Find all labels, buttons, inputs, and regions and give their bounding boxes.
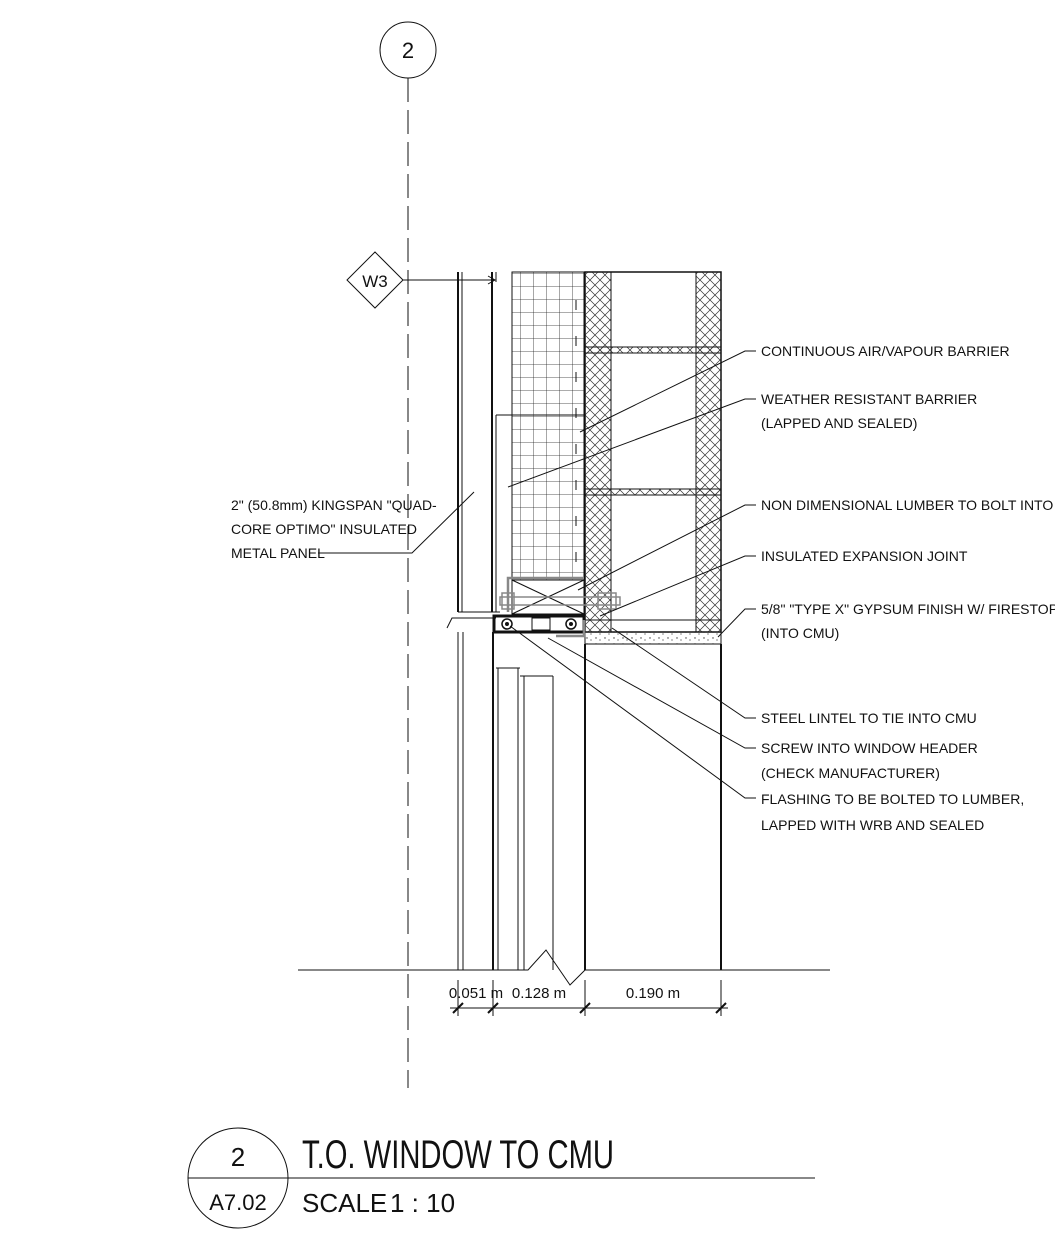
dimension-cmu: 0.190 m xyxy=(626,985,680,1002)
callout-screw-line-2: (CHECK MANUFACTURER) xyxy=(761,765,940,781)
leader-lines xyxy=(318,350,756,799)
break-line xyxy=(298,949,830,986)
callout-screw: SCREW INTO WINDOW HEADER (CHECK MANUFACT… xyxy=(761,740,978,781)
callout-panel-line-2: CORE OPTIMO" INSULATED xyxy=(231,521,417,537)
callout-air-barrier-line-1: CONTINUOUS AIR/VAPOUR BARRIER xyxy=(761,343,1010,359)
callout-flashing: FLASHING TO BE BOLTED TO LUMBER, LAPPED … xyxy=(761,791,1024,833)
wall-type-label: W3 xyxy=(362,272,388,291)
exterior-insulation xyxy=(511,271,585,581)
dimension-string: 0.051 m 0.128 m 0.190 m xyxy=(449,980,728,1016)
title-block: 2 A7.02 T.O. WINDOW TO CMU SCALE 1 : 10 xyxy=(187,1127,815,1229)
lintel-and-head xyxy=(446,614,586,638)
callout-wrb-line-2: (LAPPED AND SEALED) xyxy=(761,415,917,431)
callout-expansion-joint-line-1: INSULATED EXPANSION JOINT xyxy=(761,548,968,564)
grid-bubble-label: 2 xyxy=(402,38,414,63)
callout-flashing-line-2: LAPPED WITH WRB AND SEALED xyxy=(761,817,984,833)
metal-panel xyxy=(457,272,585,613)
callout-lintel-line-1: STEEL LINTEL TO TIE INTO CMU xyxy=(761,710,977,726)
callout-gypsum: 5/8" "TYPE X" GYPSUM FINISH W/ FIRESTOP … xyxy=(761,601,1055,641)
dimension-panel: 0.051 m xyxy=(449,985,503,1002)
detail-title: T.O. WINDOW TO CMU xyxy=(302,1133,614,1177)
lumber-assembly xyxy=(499,576,621,615)
scale-label: SCALE xyxy=(302,1188,387,1218)
callout-wrb-line-1: WEATHER RESISTANT BARRIER xyxy=(761,391,977,407)
callout-flashing-line-1: FLASHING TO BE BOLTED TO LUMBER, xyxy=(761,791,1024,807)
callout-wrb: WEATHER RESISTANT BARRIER (LAPPED AND SE… xyxy=(761,391,977,431)
callout-gypsum-line-2: (INTO CMU) xyxy=(761,625,839,641)
gypsum-soffit xyxy=(584,631,722,645)
callout-panel: 2" (50.8mm) KINGSPAN "QUAD- CORE OPTIMO"… xyxy=(231,497,437,561)
callout-gypsum-line-1: 5/8" "TYPE X" GYPSUM FINISH W/ FIRESTOP xyxy=(761,601,1055,617)
callout-lumber-line-1: NON DIMENSIONAL LUMBER TO BOLT INTO CMU xyxy=(761,497,1055,513)
callout-lintel: STEEL LINTEL TO TIE INTO CMU xyxy=(761,710,977,726)
callout-air-barrier: CONTINUOUS AIR/VAPOUR BARRIER xyxy=(761,343,1010,359)
grid-bubble xyxy=(379,21,437,79)
callout-expansion-joint: INSULATED EXPANSION JOINT xyxy=(761,548,968,564)
dimension-insulation: 0.128 m xyxy=(512,985,566,1002)
callout-panel-line-3: METAL PANEL xyxy=(231,545,325,561)
scale-value: 1 : 10 xyxy=(390,1188,455,1218)
callout-screw-line-1: SCREW INTO WINDOW HEADER xyxy=(761,740,978,756)
callout-panel-line-1: 2" (50.8mm) KINGSPAN "QUAD- xyxy=(231,497,437,513)
grid-line-2: 2 xyxy=(379,21,437,1088)
callout-lumber: NON DIMENSIONAL LUMBER TO BOLT INTO CMU xyxy=(761,497,1055,513)
wall-type-tag: W3 xyxy=(346,251,497,309)
window-frame xyxy=(457,632,722,970)
cmu-wall xyxy=(584,271,722,633)
detail-number: 2 xyxy=(231,1142,245,1172)
sheet-reference: A7.02 xyxy=(209,1190,267,1215)
